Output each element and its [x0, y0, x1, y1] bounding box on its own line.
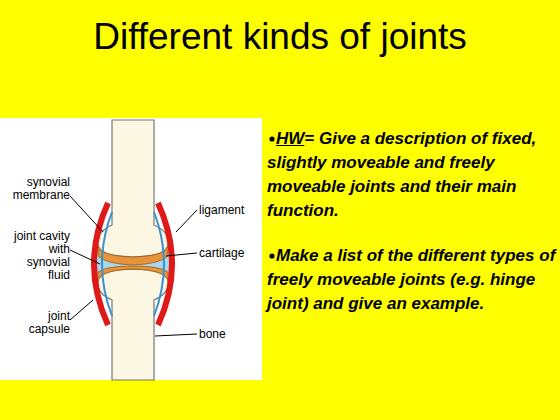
homework-bullet: HW= Give a description of fixed, slightl… — [267, 127, 557, 223]
joint-capsule — [158, 203, 172, 325]
part-label: ligament — [199, 204, 259, 217]
part-label: joint cavity with synovial fluid — [4, 230, 70, 282]
joint-capsule — [94, 203, 108, 325]
bullet-dot — [269, 253, 274, 258]
hw-label: HW — [276, 129, 304, 148]
slide-title: Different kinds of joints — [0, 16, 560, 58]
upper-bone — [98, 120, 168, 257]
synovial-membrane — [102, 212, 112, 316]
synovial-membrane — [154, 212, 164, 316]
bullet-text: = Give a description of fixed, slightly … — [267, 129, 536, 220]
bullet-dot — [269, 136, 274, 141]
upper-cartilage — [98, 247, 168, 265]
part-label: bone — [199, 328, 259, 341]
part-label: synovial membrane — [4, 176, 70, 202]
task-bullet: Make a list of the different types of fr… — [267, 244, 557, 316]
lower-cartilage — [98, 266, 168, 281]
part-label: cartilage — [199, 247, 259, 260]
diagram-panel — [0, 118, 262, 380]
part-label: joint capsule — [4, 310, 70, 336]
leader-lines — [70, 196, 197, 336]
